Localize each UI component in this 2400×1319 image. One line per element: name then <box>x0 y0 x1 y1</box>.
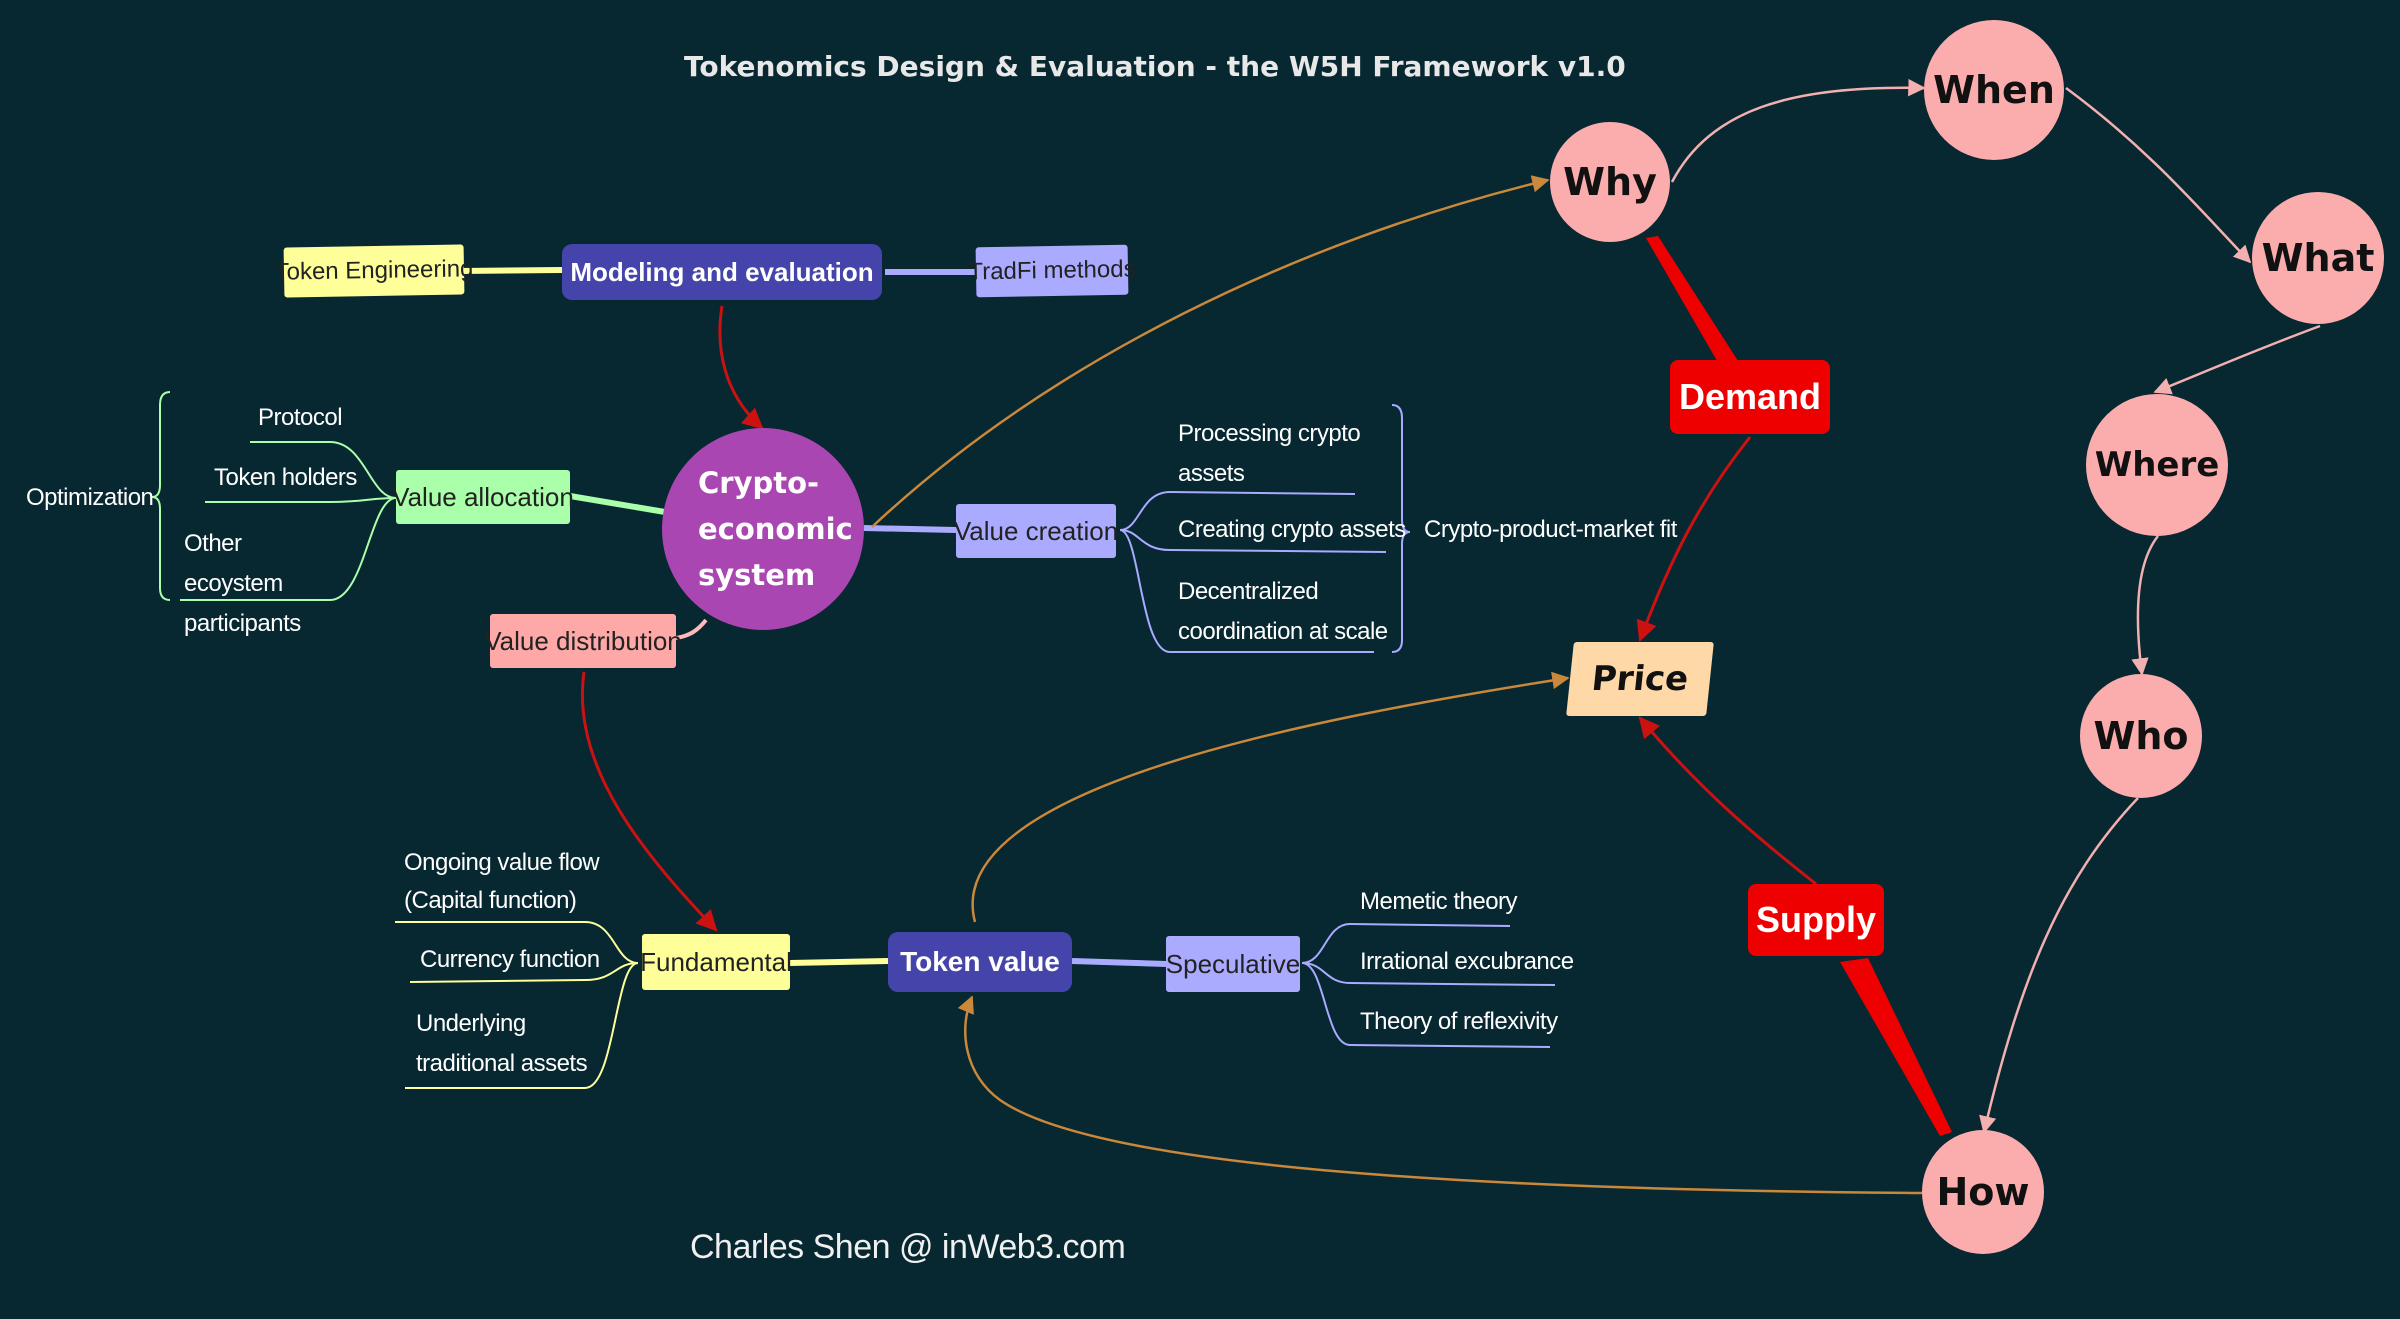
creation-item: Decentralized coordination at scale <box>1178 578 1388 645</box>
arrow-how-to-tokenvalue <box>957 995 1923 1195</box>
connector-allocation-center <box>569 493 666 515</box>
crypto-product-market-fit-label: Crypto-product-market fit <box>1424 516 1677 543</box>
connector-center-distribution <box>675 618 708 640</box>
connector-creation-item3 <box>1119 529 1374 653</box>
when-node: When <box>1924 20 2064 160</box>
connector-speculative-item1 <box>1301 922 1511 964</box>
what-node: What <box>2252 192 2384 324</box>
how-node: How <box>1922 1130 2044 1254</box>
demand-node: Demand <box>1670 360 1830 434</box>
value-allocation-node: Value allocation <box>392 470 574 524</box>
connector-fundamental-item3 <box>405 962 639 1089</box>
arrow-center-to-why <box>871 175 1550 528</box>
arrow-who-to-how <box>1979 797 2139 1134</box>
connector-fundamental-item2 <box>409 962 639 983</box>
brace-creation <box>1391 404 1411 653</box>
who-node: Who <box>2080 674 2202 798</box>
connector-creation-item2 <box>1119 529 1387 553</box>
connector-creation-item1 <box>1119 490 1356 531</box>
connector-fundamental-item1 <box>395 921 639 964</box>
speculative-node: Speculative <box>1166 936 1300 992</box>
fundamental-item: Ongoing value flow (Capital function) <box>404 849 600 914</box>
connector-speculative-item2 <box>1301 962 1556 986</box>
arrow-why-to-when <box>1670 78 1926 183</box>
speculative-item: Irrational excubrance <box>1360 948 1574 975</box>
fundamental-item: Currency function <box>420 946 600 973</box>
allocation-item: Other ecoystem participants <box>184 530 301 637</box>
tradfi-methods-node: TradFi methods <box>968 244 1136 298</box>
creation-item: Creating crypto assets <box>1178 516 1406 543</box>
wedge-why-to-demand <box>1646 236 1740 366</box>
connector-modeling-tokeneng <box>459 267 563 274</box>
price-node: Price <box>1566 642 1714 716</box>
speculative-item: Memetic theory <box>1360 888 1518 915</box>
connector-fundamental-tokenvalue <box>789 958 889 966</box>
value-creation-node: Value creation <box>954 504 1118 558</box>
supply-node: Supply <box>1748 884 1884 956</box>
author-credit: Charles Shen @ inWeb3.com <box>690 1228 1126 1266</box>
arrow-modeling-to-center <box>718 305 764 430</box>
arrow-distribution-to-fundamental <box>581 671 718 932</box>
connector-center-creation <box>863 525 957 533</box>
connector-tokenvalue-speculative <box>1071 958 1167 967</box>
arrow-demand-to-price <box>1636 436 1752 642</box>
why-node: Why <box>1550 122 1670 242</box>
connector-speculative-item3 <box>1301 962 1551 1048</box>
allocation-item: Token holders <box>214 464 357 491</box>
value-distribution-node: Value distribution <box>484 614 682 668</box>
arrow-supply-to-price <box>1638 716 1817 886</box>
modeling-evaluation-node: Modeling and evaluation <box>562 244 882 300</box>
diagram-title: Tokenomics Design & Evaluation - the W5H… <box>684 50 1626 83</box>
fundamental-node: Fundamental <box>640 934 792 990</box>
creation-item: Processing crypto assets <box>1178 420 1361 487</box>
arrow-where-to-who <box>2131 535 2159 676</box>
connector-allocation-others <box>180 497 397 601</box>
crypto-economic-system-node: Crypto-economic system <box>662 428 864 630</box>
connector-allocation-holders <box>205 497 397 503</box>
arrow-tokenvalue-to-price <box>971 671 1570 923</box>
token-value-node: Token value <box>888 932 1072 992</box>
speculative-item: Theory of reflexivity <box>1360 1008 1558 1035</box>
brace-optimization <box>151 391 171 601</box>
token-engineering-node: Token Engineering <box>274 244 474 298</box>
allocation-item: Protocol <box>258 404 343 431</box>
arrow-when-to-what <box>2065 86 2252 264</box>
wedge-how-to-supply <box>1840 958 1952 1136</box>
fundamental-item: Underlying traditional assets <box>416 1010 588 1077</box>
where-node: Where <box>2086 394 2228 536</box>
center-label: Crypto-economic system <box>698 466 853 592</box>
arrow-what-to-where <box>2153 324 2321 395</box>
optimization-label: Optimization <box>26 484 154 511</box>
connector-allocation-protocol <box>250 441 397 499</box>
